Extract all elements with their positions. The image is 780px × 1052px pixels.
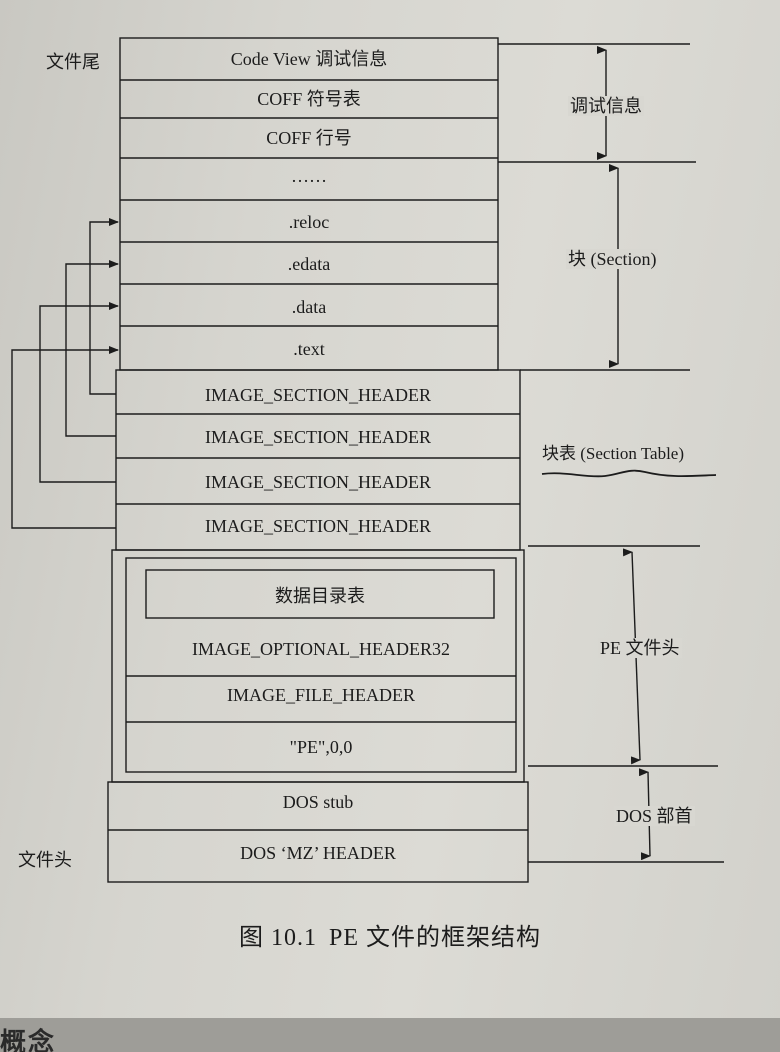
file-start-label: 文件头 xyxy=(18,850,72,870)
figure-number: 图 10.1 xyxy=(238,925,317,951)
region-section-label: 块 (Section) xyxy=(566,249,659,269)
dos-frame xyxy=(107,781,529,883)
figure-title: PE 文件的框架结构 xyxy=(328,925,541,951)
row-text-section: .text xyxy=(293,339,325,359)
figure-caption: 图 10.1 PE 文件的框架结构 xyxy=(0,924,780,952)
row-section-header-3: IMAGE_SECTION_HEADER xyxy=(205,472,431,492)
file-end-label: 文件尾 xyxy=(46,52,100,72)
region-dos-header-label: DOS 部首 xyxy=(614,806,695,826)
row-data-section: .data xyxy=(291,297,327,317)
row-file-header: IMAGE_FILE_HEADER xyxy=(227,685,415,705)
region-section-table-label: 块表 (Section Table) xyxy=(542,444,685,463)
pe-header-inner-frame xyxy=(125,557,517,773)
region-pe-header-label: PE 文件头 xyxy=(598,638,682,658)
row-optional-header: IMAGE_OPTIONAL_HEADER32 xyxy=(192,639,450,659)
row-dos-stub: DOS stub xyxy=(282,792,354,812)
row-section-header-4: IMAGE_SECTION_HEADER xyxy=(205,516,431,536)
row-dos-mz-header: DOS ‘MZ’ HEADER xyxy=(240,843,396,863)
row-coff-lines: COFF 行号 xyxy=(266,128,352,148)
row-reloc-section: .reloc xyxy=(288,212,330,232)
row-pe-signature: "PE",0,0 xyxy=(289,737,353,757)
row-codeview-debug: Code View 调试信息 xyxy=(230,49,388,69)
row-section-header-2: IMAGE_SECTION_HEADER xyxy=(205,427,431,447)
next-page-heading: 概念 xyxy=(0,1028,57,1052)
row-section-header-1: IMAGE_SECTION_HEADER xyxy=(205,385,431,405)
data-directory-box xyxy=(145,569,495,619)
row-ellipsis: …… xyxy=(291,166,327,186)
row-coff-symbols: COFF 符号表 xyxy=(257,89,361,109)
next-page-edge xyxy=(0,1018,780,1052)
row-data-directory: 数据目录表 xyxy=(275,586,365,606)
upper-table-frame xyxy=(119,37,499,371)
row-edata-section: .edata xyxy=(287,254,331,274)
region-debug-label: 调试信息 xyxy=(568,96,644,116)
